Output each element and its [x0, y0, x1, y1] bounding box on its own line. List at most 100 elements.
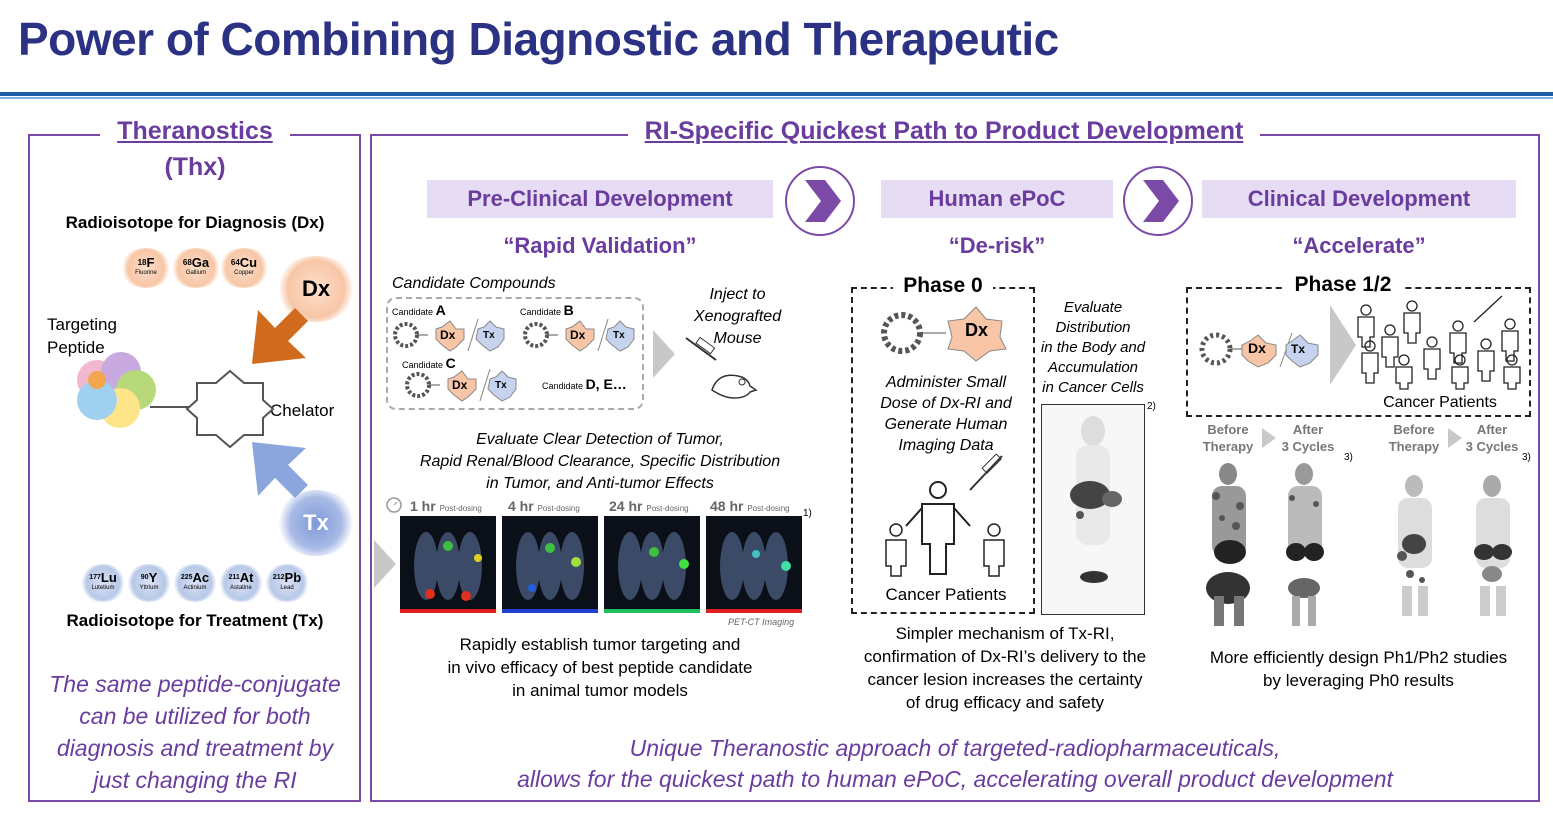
- tx-label: Radioisotope for Treatment (Tx): [66, 611, 324, 630]
- chelator-icon: [185, 369, 275, 449]
- phase-0-dx: Dx: [965, 320, 989, 340]
- theranostics-footer: The same peptide-conjugate can be utiliz…: [49, 671, 341, 793]
- stopwatch-icon: [386, 497, 402, 513]
- quote-de-risk: “De-risk”: [948, 233, 1046, 258]
- timepoint-4hr: 4 hr Post-dosing: [508, 498, 580, 514]
- ref-2: 2): [1147, 401, 1156, 412]
- candidate-molecules: [393, 318, 635, 402]
- title-rule: [0, 92, 1553, 96]
- candidate-c-dx: Dx: [452, 378, 468, 392]
- dx-label: Radioisotope for Diagnosis (Dx): [65, 213, 325, 232]
- title-rule-light: [0, 97, 1553, 99]
- quote-accelerate: “Accelerate”: [1292, 233, 1426, 258]
- arrow-right-icon: [653, 330, 675, 378]
- tx-arrow-icon: [252, 442, 308, 498]
- arrow-right-icon: [1448, 428, 1462, 448]
- preclinical-summary: Rapidly establish tumor targeting and in…: [447, 635, 753, 700]
- administer-label: Administer Small Dose of Dx-RI and Gener…: [880, 374, 1012, 454]
- candidate-a-tx: Tx: [483, 330, 495, 341]
- candidate-a-molecule: [393, 318, 505, 352]
- candidates-box: [386, 297, 644, 410]
- targeting-peptide-label: Targeting Peptide: [47, 315, 117, 357]
- dx-arrow-icon: [252, 308, 308, 364]
- patients-icon: [885, 453, 1005, 577]
- thx-heading: (Thx): [120, 152, 270, 182]
- epoc-summary: Simpler mechanism of Tx-RI, confirmation…: [863, 624, 1147, 712]
- phase-human-epoc: Human ePoC: [881, 180, 1113, 218]
- pet-ct-image-4hr: [502, 516, 598, 613]
- scan-after-1: [1286, 463, 1324, 626]
- phase-12-dx: Dx: [1248, 340, 1266, 356]
- phase-12-tx: Tx: [1291, 342, 1306, 356]
- pet-ct-image-48hr: [706, 516, 802, 613]
- evaluate-distribution: Evaluate Distribution in the Body and Ac…: [1040, 299, 1146, 396]
- candidate-c-molecule: [405, 368, 517, 402]
- timepoint-48hr: 48 hr Post-dosing: [710, 498, 790, 514]
- candidate-c-label: Candidate C: [402, 355, 456, 371]
- ri-path-heading: RI-Specific Quickest Path to Product Dev…: [628, 116, 1260, 146]
- clinical-summary: More efficiently design Ph1/Ph2 studies …: [1209, 648, 1508, 690]
- pet-ct-image-1hr: [400, 516, 496, 613]
- candidate-de-label: Candidate D, E…: [542, 376, 627, 392]
- peptide-ring-icon: [77, 352, 156, 428]
- timepoint-1hr: 1 hr Post-dosing: [410, 498, 482, 514]
- candidate-a-label: Candidate A: [392, 302, 446, 318]
- syringe-mouse-icon: [685, 336, 758, 399]
- ref-3b: 3): [1522, 452, 1531, 463]
- peptide-chelator-diagram: [77, 308, 308, 498]
- pet-ct-label: PET-CT Imaging: [728, 617, 795, 627]
- candidate-b-tx: Tx: [613, 330, 625, 341]
- phase-0-label: Phase 0: [893, 274, 993, 298]
- candidate-c-tx: Tx: [495, 380, 507, 391]
- candidate-b-molecule: [523, 318, 635, 352]
- ref-3a: 3): [1344, 452, 1353, 463]
- patients-group-icon: [1357, 295, 1521, 390]
- dx-tx-conjugate-icon: [1199, 332, 1319, 368]
- dx-badge: Dx: [276, 256, 356, 322]
- scan-before-2: [1397, 475, 1432, 616]
- inject-label: Inject to Xenografted Mouse: [693, 286, 782, 347]
- phase-12-label: Phase 1/2: [1283, 273, 1403, 297]
- phase-0-patients: Cancer Patients: [885, 585, 1007, 604]
- theranostics-heading: Theranostics: [100, 116, 290, 146]
- timepoint-24hr: 24 hr Post-dosing: [609, 498, 689, 514]
- quote-rapid-validation: “Rapid Validation”: [503, 233, 697, 258]
- candidate-b-dx: Dx: [570, 328, 586, 342]
- chevron-right-icon: [785, 166, 855, 236]
- arrow-right-icon: [1330, 305, 1356, 385]
- ref-1: 1): [803, 508, 812, 519]
- candidates-title: Candidate Compounds: [392, 275, 556, 292]
- preclinical-evaluate: Evaluate Clear Detection of Tumor, Rapid…: [419, 431, 781, 492]
- scan-before-1: [1206, 463, 1250, 626]
- page-title: Power of Combining Diagnostic and Therap…: [18, 13, 1059, 65]
- dx-conjugate-icon: [881, 306, 1007, 362]
- chevron-right-icon: [1123, 166, 1193, 236]
- phase-clinical: Clinical Development: [1202, 180, 1516, 218]
- candidate-b-label: Candidate B: [520, 302, 574, 318]
- scan-after-2: [1474, 475, 1512, 616]
- phase-12-patients: Cancer Patients: [1383, 394, 1497, 411]
- pet-ct-image-24hr: [604, 516, 700, 613]
- arrow-right-icon: [1262, 428, 1276, 448]
- right-footer: Unique Theranostic approach of targeted-…: [517, 735, 1393, 792]
- arrow-right-icon: [374, 540, 396, 588]
- clinical-pet-scans: [1206, 463, 1512, 626]
- human-pet-scan: [1041, 404, 1145, 615]
- chelator-label: Chelator: [270, 401, 335, 420]
- phase-preclinical: Pre-Clinical Development: [427, 180, 773, 218]
- tx-badge: Tx: [276, 490, 356, 556]
- candidate-a-dx: Dx: [440, 328, 456, 342]
